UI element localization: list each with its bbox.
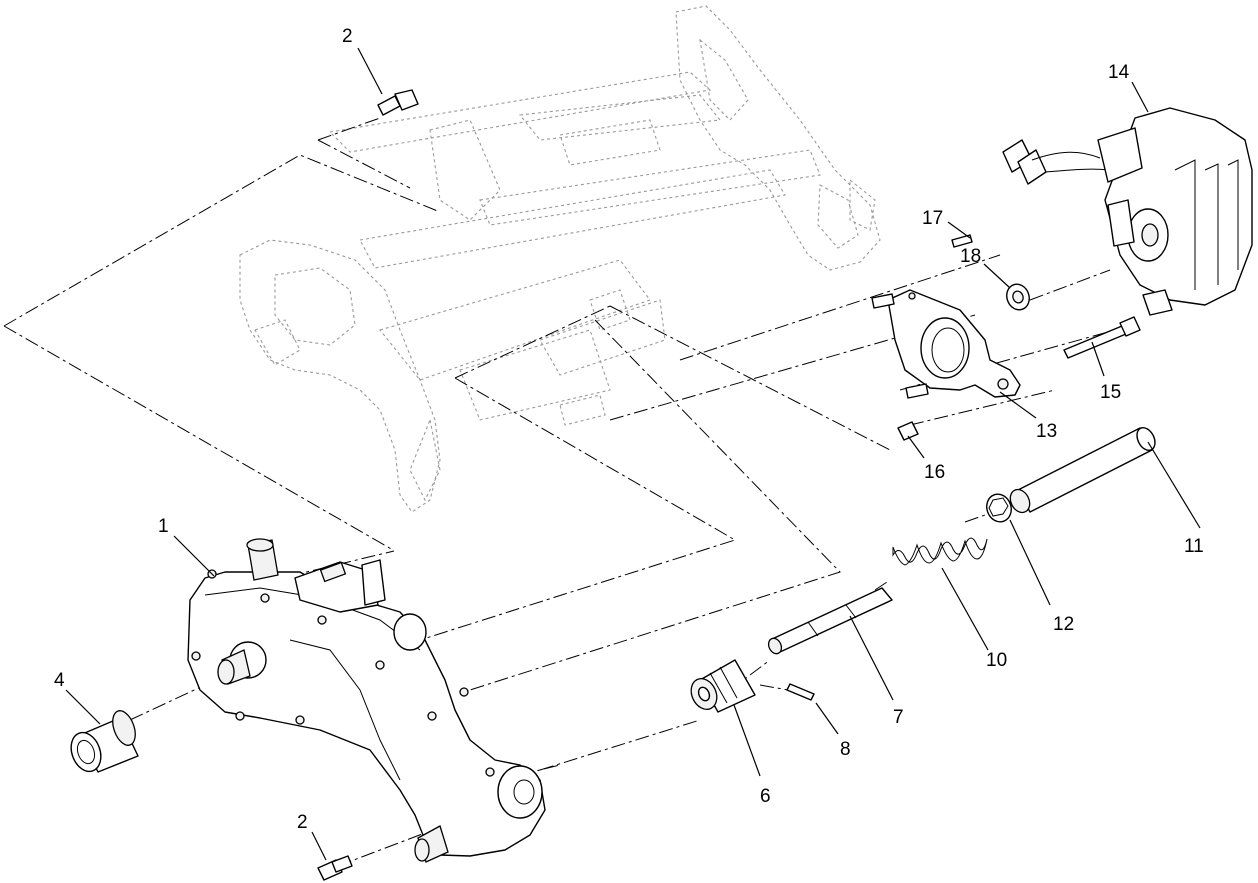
callout-2-bottom: 2 [297,812,308,833]
compression-spring [892,537,989,651]
shaft-key [947,221,973,248]
callout-17: 17 [922,208,943,229]
ghost-frame-assembly [239,5,881,513]
callout-labels: 1 2 2 4 6 7 8 10 11 12 13 14 15 16 17 18 [54,26,1204,833]
callout-12: 12 [1053,614,1074,635]
bolt-lower [311,831,353,881]
motor-mount-plate [871,289,1037,419]
callout-18: 18 [960,246,981,267]
cap-screw-long [1063,316,1141,377]
callout-11: 11 [1184,536,1204,557]
sleeve-tube [1009,427,1201,529]
gearbox-housing [187,538,546,863]
callout-6: 6 [760,786,771,807]
assembly-guide-lines [3,117,1141,867]
callout-7: 7 [893,707,904,728]
callout-4: 4 [54,670,65,691]
callout-14: 14 [1108,62,1130,83]
cap-screw-short [897,421,925,459]
callout-15: 15 [1100,382,1121,403]
electric-motor [1002,81,1253,316]
bolt-upper [357,47,419,116]
callout-2-top: 2 [342,26,353,47]
callout-1: 1 [158,516,169,537]
leader-line-1 [173,535,215,577]
coupler-sleeve [65,689,139,773]
drive-shaft [767,587,894,701]
callout-10: 10 [986,650,1007,671]
flex-shaft-coupler [690,659,761,777]
spring-washer [986,493,1051,606]
roll-pin [786,683,839,735]
flat-washer [983,263,1030,311]
callout-8: 8 [840,739,851,760]
callout-16: 16 [924,462,945,483]
callout-13: 13 [1036,421,1057,442]
